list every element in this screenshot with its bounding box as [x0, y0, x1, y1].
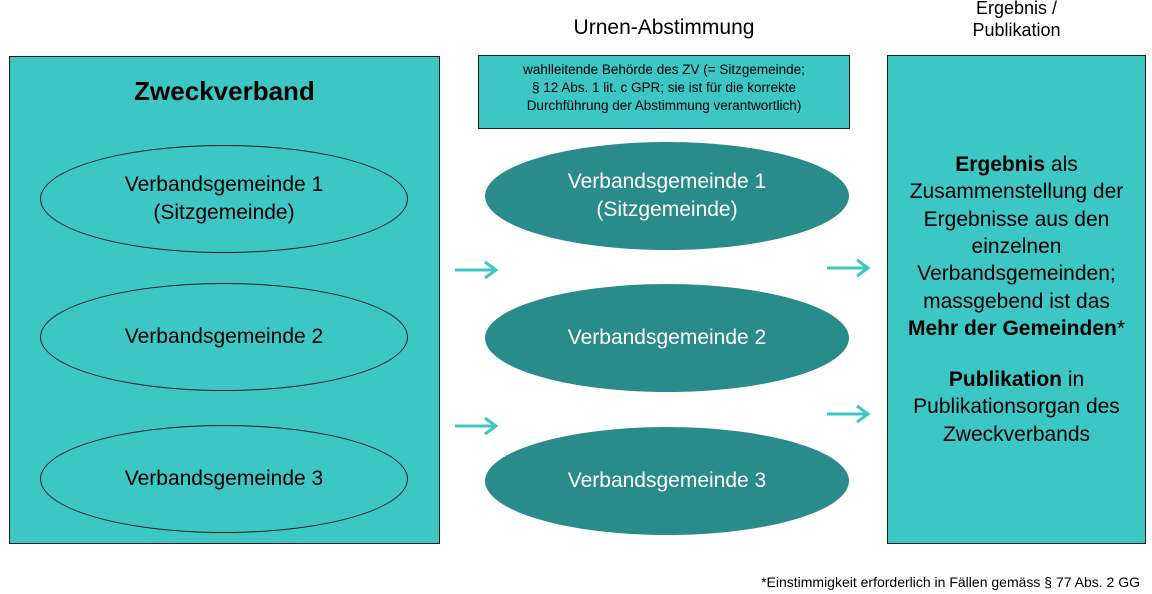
publikation-paragraph: Publikation in Publikationsorgan des Zwe…	[896, 366, 1137, 448]
info-line1: wahlleitende Behörde des ZV (= Sitzgemei…	[523, 62, 805, 77]
publikation-bold: Publikation	[948, 368, 1062, 392]
middle-ellipse-2-label: Verbandsgemeinde 2	[567, 325, 767, 349]
arrow-right-icon	[455, 260, 499, 280]
arrow-right-icon	[827, 404, 871, 424]
middle-ellipse-1-line1: Verbandsgemeinde 1	[567, 169, 767, 193]
wahlleitende-behoerde-box: wahlleitende Behörde des ZV (= Sitzgemei…	[478, 55, 850, 129]
left-ellipse-1-line1: Verbandsgemeinde 1	[124, 172, 324, 196]
asterisk: *	[1116, 316, 1126, 340]
header-right-line2: Publikation	[972, 19, 1061, 40]
footnote: *Einstimmigkeit erforderlich in Fällen g…	[761, 574, 1140, 590]
middle-ellipse-3-label: Verbandsgemeinde 3	[567, 468, 767, 492]
header-ergebnis-publikation: Ergebnis / Publikation	[887, 0, 1146, 41]
left-ellipse-2: Verbandsgemeinde 2	[40, 283, 408, 391]
info-line3: Durchführung der Abstimmung verantwortli…	[526, 98, 802, 114]
ergebnis-publikation-box: Ergebnis als Zusammenstellung der Ergebn…	[887, 55, 1146, 544]
left-ellipse-3-label: Verbandsgemeinde 3	[124, 466, 324, 490]
mehr-der-gemeinden-bold: Mehr der Gemeinden	[907, 316, 1117, 340]
middle-ellipse-1-line2: (Sitzgemeinde)	[596, 198, 738, 221]
left-ellipse-2-label: Verbandsgemeinde 2	[124, 324, 324, 348]
header-urnen-abstimmung: Urnen-Abstimmung	[573, 16, 755, 39]
middle-ellipse-3: Verbandsgemeinde 3	[485, 427, 849, 535]
arrow-right-icon	[455, 416, 499, 436]
middle-ellipse-1: Verbandsgemeinde 1 (Sitzgemeinde)	[485, 142, 849, 250]
left-ellipse-1: Verbandsgemeinde 1 (Sitzgemeinde)	[40, 145, 408, 253]
zweckverband-title: Zweckverband	[134, 76, 315, 106]
arrow-right-icon	[827, 258, 871, 278]
publikation-text: in Publikationsorgan des Zweckverbands	[913, 368, 1120, 446]
ergebnis-text: als Zusammenstellung der Ergebnisse aus …	[909, 153, 1124, 313]
zweckverband-box: Zweckverband Verbandsgemeinde 1 (Sitzgem…	[9, 56, 440, 544]
ergebnis-paragraph: Ergebnis als Zusammenstellung der Ergebn…	[896, 151, 1137, 342]
header-right-line1: Ergebnis /	[975, 0, 1058, 18]
info-line2: § 12 Abs. 1 lit. c GPR; sie ist für die …	[531, 80, 797, 96]
left-ellipse-3: Verbandsgemeinde 3	[40, 425, 408, 533]
left-ellipse-1-line2: (Sitzgemeinde)	[153, 201, 295, 224]
ergebnis-bold: Ergebnis	[955, 153, 1046, 177]
middle-ellipse-2: Verbandsgemeinde 2	[485, 284, 849, 392]
